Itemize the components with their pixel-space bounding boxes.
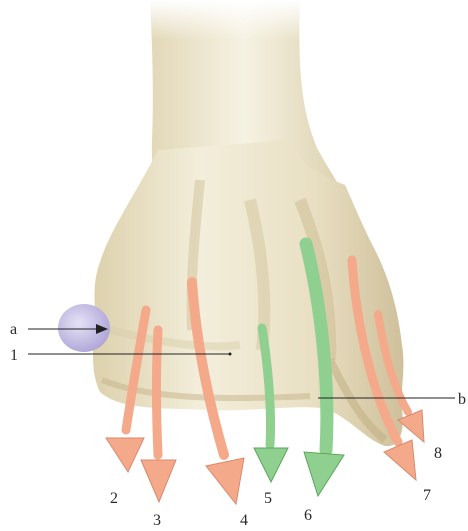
label-b: b bbox=[458, 391, 466, 408]
label-7: 7 bbox=[423, 487, 431, 504]
leader-1-dot bbox=[229, 353, 232, 356]
label-4: 4 bbox=[240, 512, 248, 529]
label-5: 5 bbox=[264, 490, 272, 507]
label-3: 3 bbox=[153, 512, 161, 529]
label-a: a bbox=[10, 321, 17, 338]
label-1: 1 bbox=[10, 347, 18, 364]
label-6: 6 bbox=[304, 507, 312, 524]
label-2: 2 bbox=[110, 490, 118, 507]
label-8: 8 bbox=[434, 445, 442, 462]
shaft-fade bbox=[140, 0, 310, 40]
